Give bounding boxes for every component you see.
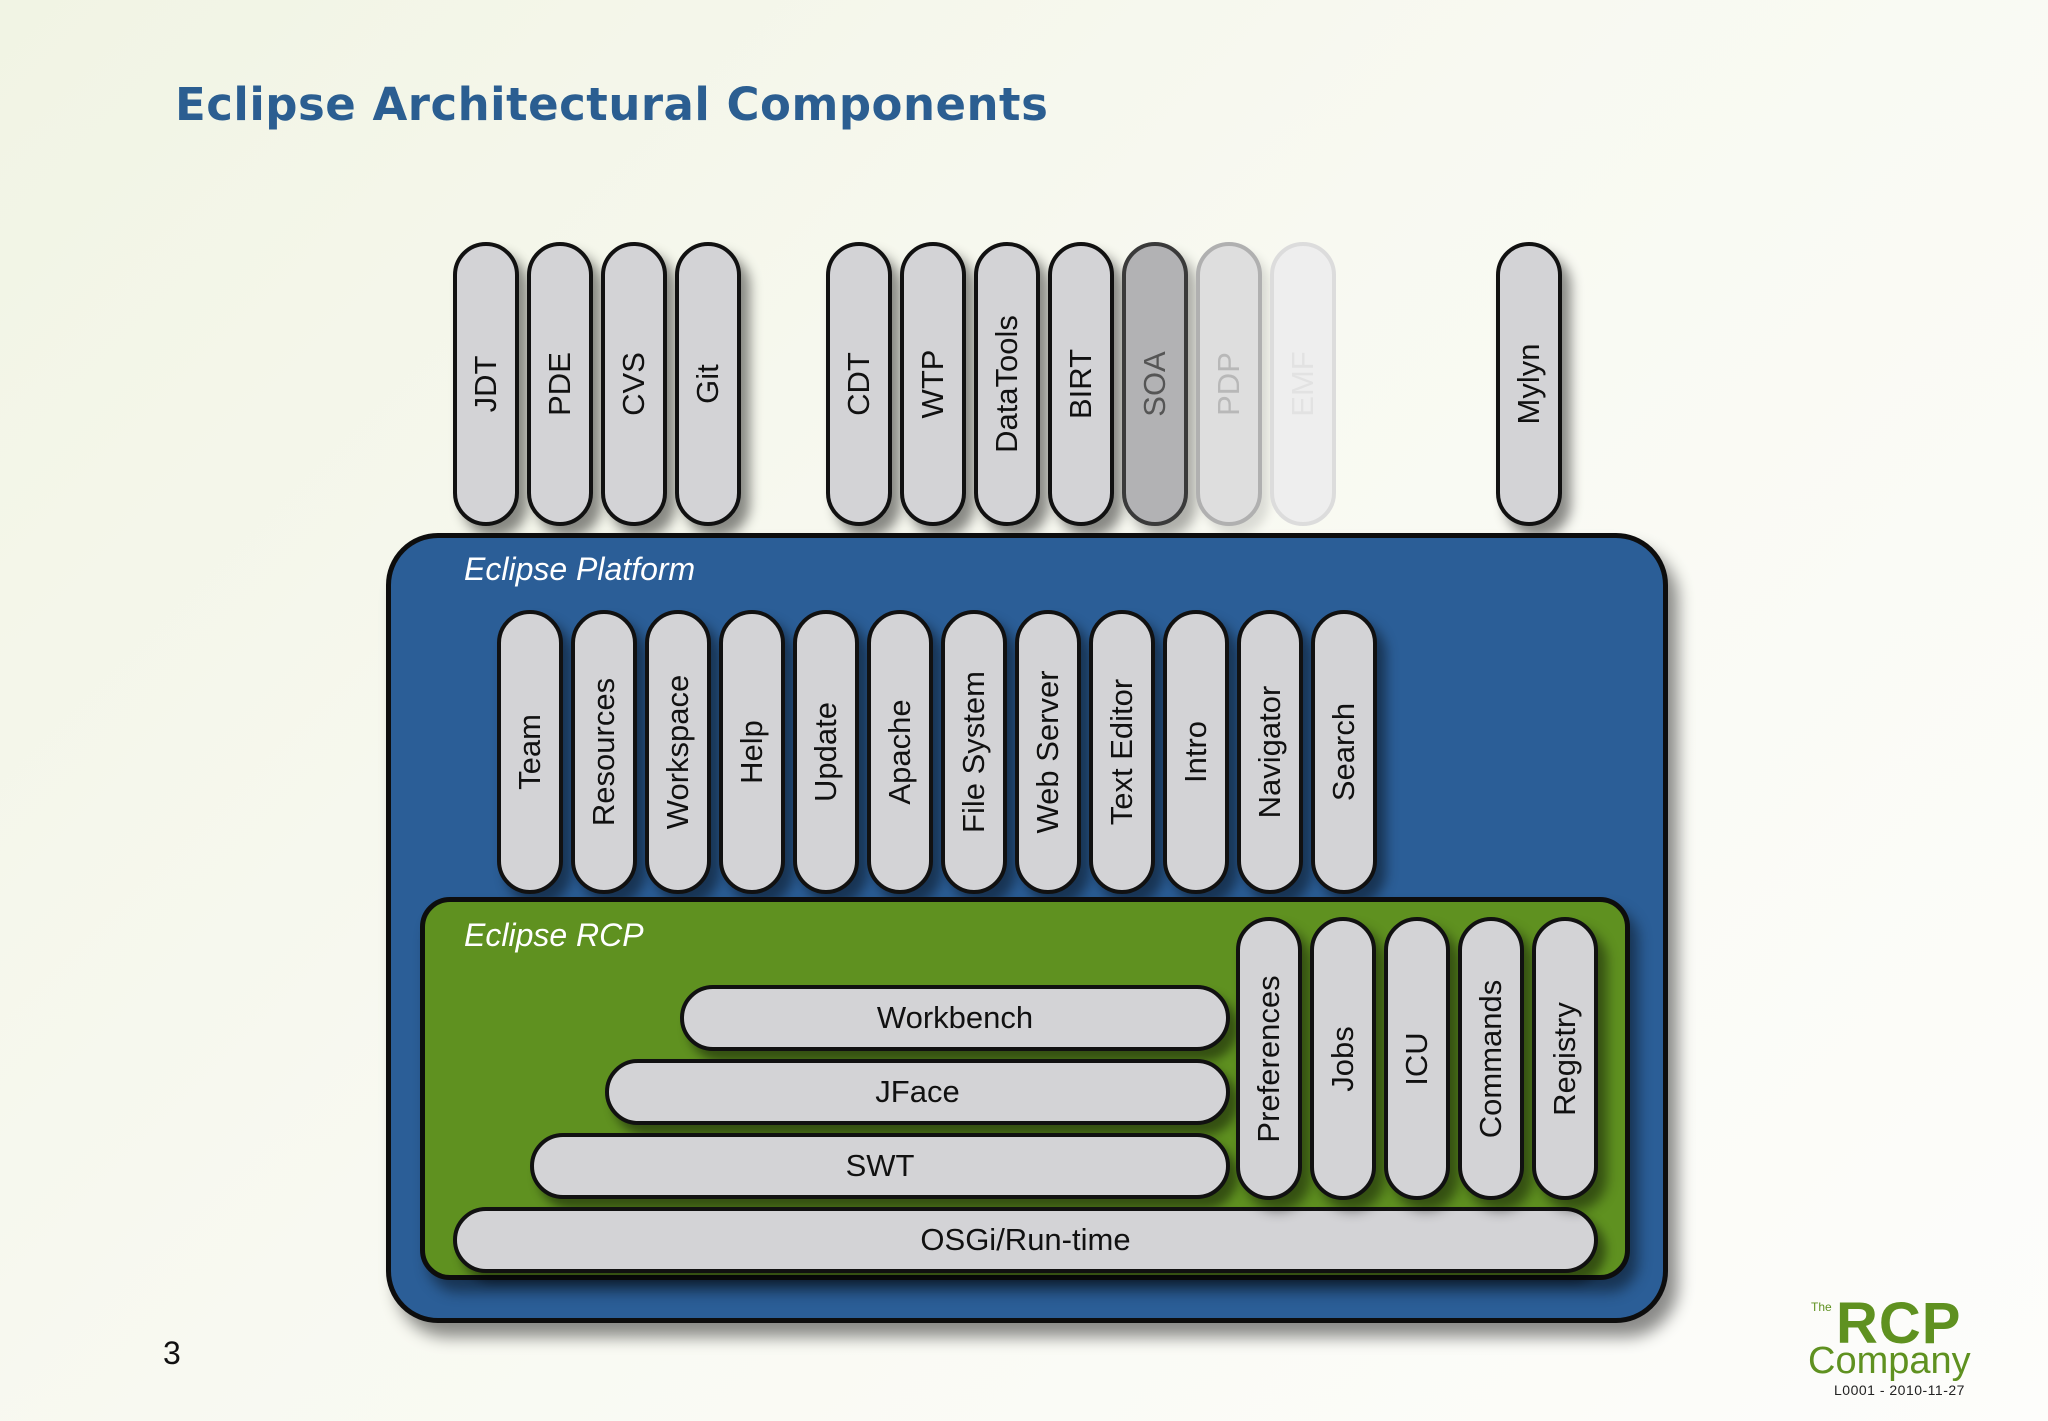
component-pdp: PDP — [1196, 242, 1262, 526]
component-label: Navigator — [1252, 685, 1287, 819]
component-label: Apache — [882, 699, 917, 805]
component-label: PDP — [1211, 352, 1246, 416]
service-registry: Registry — [1532, 917, 1598, 1200]
component-label: Registry — [1547, 1001, 1582, 1116]
component-label: ICU — [1399, 1031, 1434, 1086]
platform-navigator: Navigator — [1237, 610, 1303, 894]
service-icu: ICU — [1384, 917, 1450, 1200]
logo-the-text: The — [1811, 1300, 1832, 1314]
component-label: Text Editor — [1104, 678, 1139, 826]
component-label: Web Server — [1030, 670, 1065, 834]
component-mylyn: Mylyn — [1496, 242, 1562, 526]
layer-osgi-runtime: OSGi/Run-time — [453, 1207, 1598, 1273]
component-label: DataTools — [989, 315, 1024, 453]
component-label: Jobs — [1325, 1025, 1360, 1092]
page-number: 3 — [163, 1335, 181, 1371]
component-wtp: WTP — [900, 242, 966, 526]
component-cvs: CVS — [601, 242, 667, 526]
platform-intro: Intro — [1163, 610, 1229, 894]
rcp-company-logo: The RCP Company L0001 - 2010-11-27 — [1808, 1291, 1988, 1402]
platform-resources: Resources — [571, 610, 637, 894]
platform-workspace: Workspace — [645, 610, 711, 894]
component-label: Team — [512, 714, 547, 790]
component-label: File System — [956, 671, 991, 833]
component-label: Git — [690, 364, 725, 404]
service-preferences: Preferences — [1236, 917, 1302, 1200]
logo-company-text: Company — [1808, 1340, 1971, 1382]
layer-jface: JFace — [605, 1059, 1230, 1125]
platform-team: Team — [497, 610, 563, 894]
component-git: Git — [675, 242, 741, 526]
component-label: CVS — [616, 352, 651, 416]
component-label: Search — [1326, 702, 1361, 802]
component-label: Update — [808, 702, 843, 802]
platform-help: Help — [719, 610, 785, 894]
service-commands: Commands — [1458, 917, 1524, 1200]
layer-workbench: Workbench — [680, 985, 1230, 1051]
component-label: Intro — [1178, 720, 1213, 784]
platform-apache: Apache — [867, 610, 933, 894]
component-label: WTP — [915, 349, 950, 419]
component-label: CDT — [841, 352, 876, 416]
document-code: L0001 - 2010-11-27 — [1834, 1382, 1965, 1398]
platform-web-server: Web Server — [1015, 610, 1081, 894]
component-label: Mylyn — [1511, 343, 1546, 425]
component-label: SOA — [1137, 351, 1172, 417]
component-emf: EMF — [1270, 242, 1336, 526]
platform-text-editor: Text Editor — [1089, 610, 1155, 894]
component-birt: BIRT — [1048, 242, 1114, 526]
platform-file-system: File System — [941, 610, 1007, 894]
component-label: PDE — [542, 352, 577, 416]
component-label: Workspace — [660, 674, 695, 830]
component-label: Preferences — [1251, 974, 1286, 1143]
platform-search: Search — [1311, 610, 1377, 894]
platform-update: Update — [793, 610, 859, 894]
slide-title: Eclipse Architectural Components — [175, 78, 1049, 131]
component-label: Help — [734, 720, 769, 784]
service-jobs: Jobs — [1310, 917, 1376, 1200]
component-pde: PDE — [527, 242, 593, 526]
component-jdt: JDT — [453, 242, 519, 526]
component-soa: SOA — [1122, 242, 1188, 526]
component-cdt: CDT — [826, 242, 892, 526]
logo-rcp-text: RCP — [1836, 1291, 1962, 1356]
eclipse-platform-label: Eclipse Platform — [464, 551, 696, 587]
layer-swt: SWT — [530, 1133, 1230, 1199]
component-label: Resources — [586, 677, 621, 827]
component-label: BIRT — [1063, 348, 1098, 420]
component-label: EMF — [1285, 351, 1320, 417]
component-datatools: DataTools — [974, 242, 1040, 526]
component-label: JDT — [468, 355, 503, 413]
eclipse-rcp-label: Eclipse RCP — [464, 917, 644, 953]
component-label: Commands — [1473, 979, 1508, 1138]
